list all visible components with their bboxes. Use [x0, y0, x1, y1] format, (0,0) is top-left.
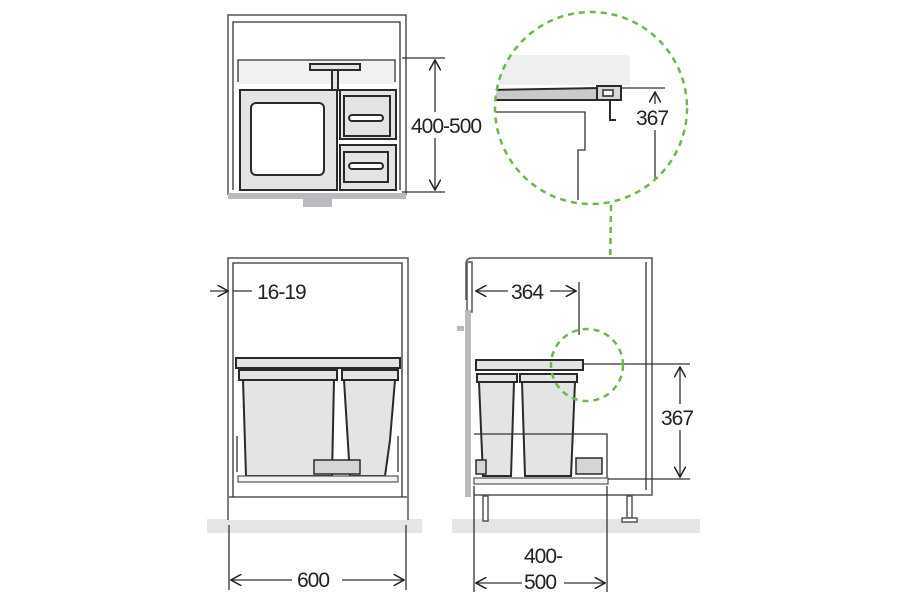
depth-label-line2: 500 [524, 571, 556, 594]
panel-thickness-label: 16-19 [257, 281, 306, 304]
side-lid [475, 359, 584, 371]
front-lid [235, 357, 401, 369]
side-bin-rear [520, 381, 577, 477]
door-panel [465, 310, 471, 497]
side-bin-front [477, 381, 516, 477]
front-view: 16-19 600 [207, 257, 422, 592]
inner-depth-label: 364 [511, 281, 544, 304]
depth-label-line1: 400- [524, 545, 563, 568]
top-view-height-label: 400-500 [411, 115, 481, 138]
side-view: 364 367 400- 500 [452, 257, 700, 594]
detail-height-label: 367 [636, 107, 668, 130]
detail-circle [493, 10, 689, 206]
cabinet-width-label: 600 [297, 569, 329, 592]
side-height-label: 367 [661, 407, 693, 430]
detail-view: 367 [493, 10, 689, 346]
top-view: 400-500 [227, 14, 485, 207]
detail-marker-circle [549, 327, 625, 403]
